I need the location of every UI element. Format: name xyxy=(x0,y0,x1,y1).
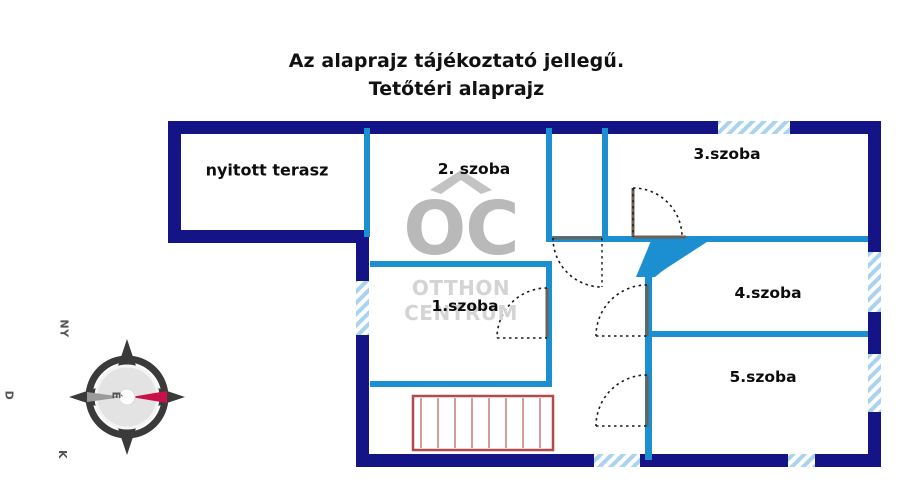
door-szoba5 xyxy=(595,374,649,427)
staircase xyxy=(411,394,555,452)
windows xyxy=(356,121,881,467)
angled-wall xyxy=(646,236,868,460)
door-szoba1 xyxy=(496,287,549,339)
window-left xyxy=(356,281,369,335)
door-szoba3 xyxy=(631,187,686,239)
compass-label-northwest: NY xyxy=(57,319,71,338)
compass-label-north: É xyxy=(109,391,123,400)
compass-needle-east xyxy=(131,391,167,403)
door-szoba2 xyxy=(552,236,603,288)
window-top xyxy=(718,121,790,134)
compass-label-east: K xyxy=(56,449,70,460)
compass-pivot xyxy=(118,388,136,406)
window-bottom-left xyxy=(594,454,640,467)
compass-rose xyxy=(69,339,185,455)
compass-label-south: D xyxy=(2,390,16,401)
window-right-lower xyxy=(868,354,881,412)
door-szoba4 xyxy=(595,284,649,337)
compass-needle-west xyxy=(87,392,123,402)
window-right-upper xyxy=(868,252,881,312)
window-bottom-right xyxy=(788,454,815,467)
doors xyxy=(496,187,686,427)
